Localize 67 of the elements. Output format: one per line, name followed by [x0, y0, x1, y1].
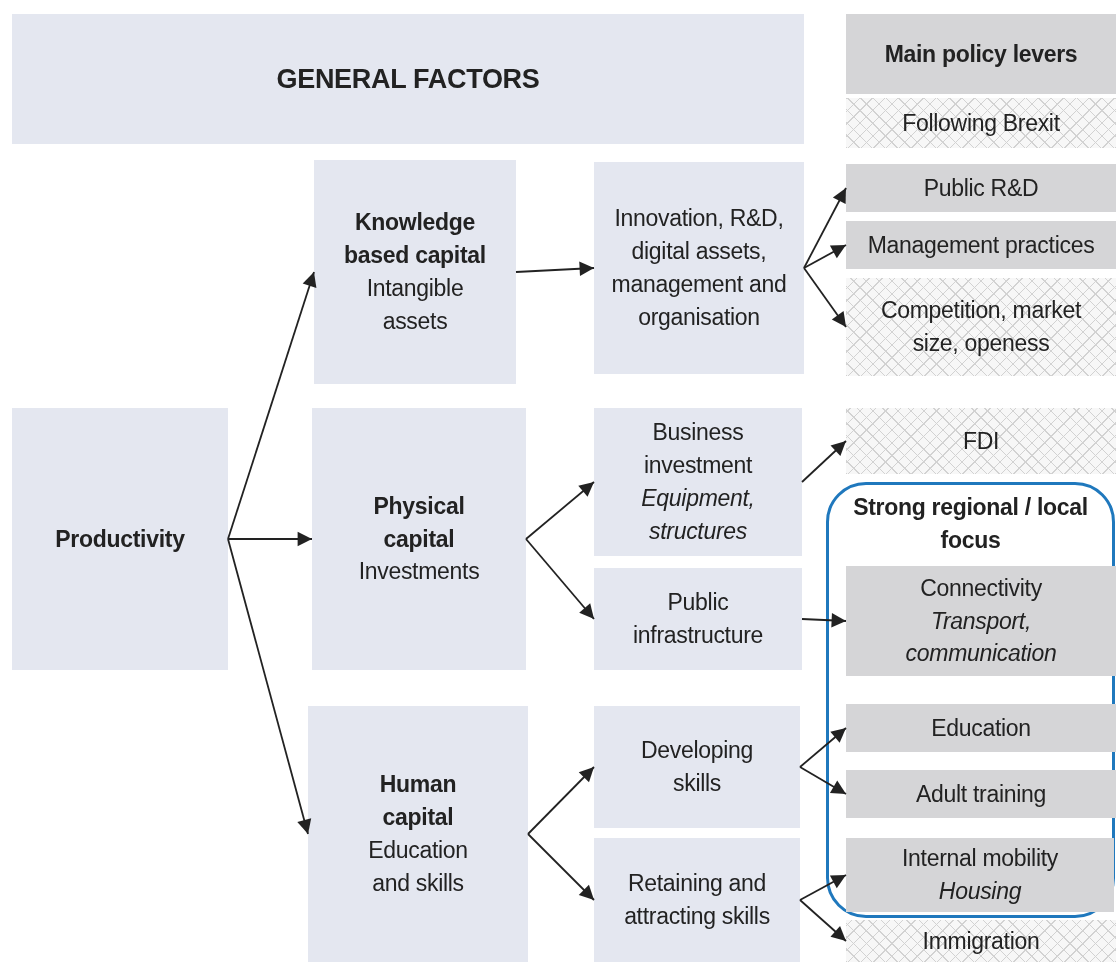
node-label: Public R&D — [923, 173, 1039, 203]
factor-box — [594, 408, 802, 556]
arrow — [227, 271, 317, 540]
node-label: Knowledge based capital — [343, 208, 487, 271]
hatched-box — [846, 408, 1116, 474]
node-sublabel: Education and skills — [367, 836, 469, 898]
lever-box — [846, 704, 1116, 752]
node-sublabel: Intangible assets — [365, 274, 465, 336]
arrow — [799, 766, 847, 795]
arrow — [799, 874, 847, 901]
node-label: Following Brexit — [902, 108, 1060, 138]
column-header — [846, 14, 1116, 94]
arrow — [527, 766, 595, 835]
arrow — [803, 267, 847, 328]
arrow — [801, 440, 847, 483]
arrow — [515, 261, 595, 276]
hatched-box — [846, 278, 1116, 376]
arrow — [803, 244, 847, 269]
arrow — [801, 613, 847, 628]
factor-box — [594, 838, 800, 962]
node-label: Physical capital — [372, 491, 466, 554]
arrow — [525, 481, 595, 540]
lever-box — [846, 221, 1116, 269]
arrow — [799, 727, 847, 768]
factor-box — [594, 568, 802, 670]
lever-box — [846, 770, 1116, 818]
node-label: Innovation, R&D, digital assets, management and organisation — [610, 204, 788, 332]
lever-box — [846, 838, 1114, 912]
hatched-box — [846, 920, 1116, 962]
node-sublabel: Investments — [358, 557, 480, 587]
node-label: Business investment — [642, 418, 754, 481]
node-label: Human capital — [378, 770, 458, 833]
factor-box — [314, 160, 516, 384]
arrow — [227, 531, 313, 547]
arrow — [803, 187, 847, 269]
lever-box — [846, 164, 1116, 212]
factor-box — [308, 706, 528, 962]
rounded-group-outline — [826, 482, 1115, 918]
header-band — [12, 14, 804, 144]
node-label: Productivity — [55, 524, 185, 554]
node-sublabel: Equipment, structures — [640, 484, 756, 546]
node-sublabel: Housing — [938, 877, 1022, 906]
node-label: Main policy levers — [884, 39, 1078, 69]
node-label: Internal mobility — [902, 844, 1058, 874]
node-label: Management practices — [867, 230, 1095, 260]
node-label: GENERAL FACTORS — [276, 62, 540, 96]
node-label: Retaining and attracting skills — [623, 869, 771, 931]
arrow — [227, 538, 312, 835]
arrow — [525, 538, 595, 620]
lever-box — [846, 566, 1116, 676]
factor-box — [12, 408, 228, 670]
node-sublabel: Transport, communication — [904, 606, 1058, 669]
node-label: Immigration — [922, 926, 1040, 956]
factor-box — [594, 162, 804, 374]
node-label: Strong regional / local focus — [852, 493, 1089, 555]
node-label: Connectivity — [920, 573, 1042, 603]
node-label: Competition, market size, openess — [879, 296, 1083, 358]
node-label: Developing skills — [639, 736, 755, 798]
node-label: Adult training — [915, 779, 1047, 809]
arrow — [527, 833, 595, 901]
node-label: Public infrastructure — [633, 588, 763, 650]
node-label: Education — [931, 713, 1031, 743]
arrow — [799, 899, 847, 942]
node-label: FDI — [962, 426, 1000, 456]
hatched-box — [846, 98, 1116, 148]
factor-box — [594, 706, 800, 828]
factor-box — [312, 408, 526, 670]
